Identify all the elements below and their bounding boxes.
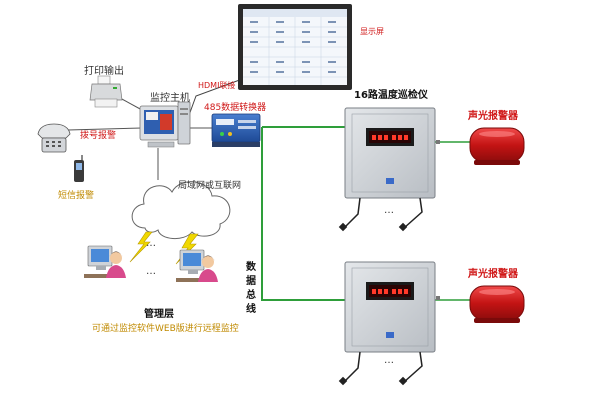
lightning-icon [129,231,153,263]
workstation-ellipsis: … [146,266,156,277]
alarm-light-icon [469,127,525,165]
alarm-light-icon [469,285,525,323]
print-output-label: 打印输出 [84,66,124,77]
connection-lines [67,77,470,301]
hdmi-link-line [187,77,246,119]
mgmt-layer-label: 管理层 [144,309,174,320]
temperature-probe-icon [398,197,423,232]
patrol-instrument-label: 16路温度巡检仪 [354,90,428,101]
hdmi-link-label: HDMI联接 [198,81,236,90]
probe-ellipsis: … [384,205,394,216]
phone-icon [37,123,71,153]
alarm-label-2: 声光报警器 [468,269,518,280]
data-bus-trunk [261,127,345,301]
operator-workstation-icon [176,249,218,282]
phone-link-line [67,127,143,131]
probe-ellipsis: … [384,355,394,366]
alarm-label-1: 声光报警器 [468,111,518,122]
host-label: 监控主机 [150,93,190,104]
display-monitor-icon [238,4,352,90]
data-bus-char: 据 [246,276,256,287]
display-screen-label: 显示屏 [360,27,384,36]
cloud-icon [131,181,231,239]
converter-485-label: 485数据转换器 [204,103,267,113]
patrol-instrument-icon [344,261,440,353]
operator-workstation-icon [84,245,126,278]
dial-alarm-label: 拨号报警 [80,131,117,141]
printer-icon [89,75,123,108]
data-bus-char: 总 [246,290,256,301]
mobile-phone-icon [74,155,84,182]
temperature-probe-icon [338,351,361,386]
data-bus-char: 数 [246,262,256,273]
workstation-ellipsis: … [146,238,156,249]
data-bus-char: 线 [246,304,256,315]
printer-link-line [119,97,143,111]
temperature-probe-icon [338,197,361,232]
temperature-probe-icon [398,351,423,386]
converter-icon [211,113,261,147]
sms-alarm-label: 短信报警 [58,191,95,201]
patrol-instrument-icon [344,107,440,199]
remote-web-label: 可通过监控软件WEB版进行远程监控 [92,324,239,334]
lan-internet-label: 局域网或互联网 [178,181,242,191]
host-pc-icon [139,101,191,148]
